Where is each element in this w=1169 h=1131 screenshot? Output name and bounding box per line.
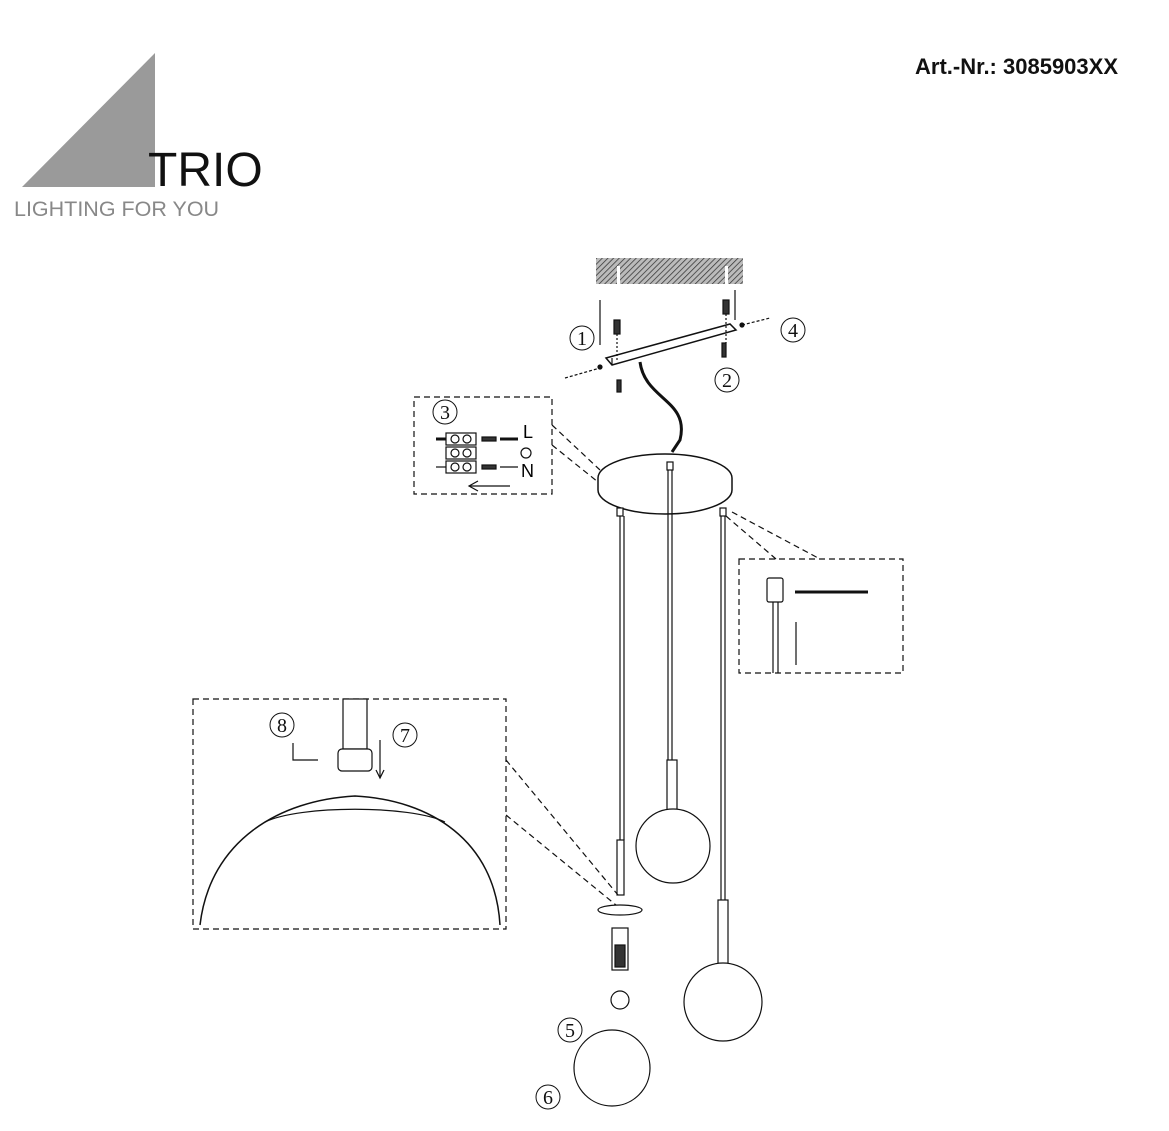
pendant-left-exploded (573, 839, 651, 1107)
canopy (597, 453, 733, 517)
pendant-rod-middle (666, 759, 678, 817)
terminal-block (436, 432, 532, 492)
cable-adjust-detail-box (738, 558, 904, 674)
logo-triangle (22, 53, 155, 187)
step-3: 3 (440, 402, 450, 424)
article-number: Art.-Nr.: 3085903XX (915, 54, 1118, 79)
step-5: 5 (565, 1020, 575, 1042)
neutral-label: N (521, 461, 534, 481)
step-6: 6 (543, 1087, 553, 1109)
power-cable (638, 361, 683, 453)
pendant-rod-right (717, 899, 729, 965)
globe-right (683, 962, 763, 1042)
step-7: 7 (400, 725, 410, 747)
live-label: L (523, 422, 533, 442)
wiring-detail-box (413, 396, 553, 495)
ceiling (596, 258, 743, 284)
step-2: 2 (722, 370, 732, 392)
glass-dome (199, 795, 501, 926)
mounting-bar (564, 290, 771, 393)
globe-middle (635, 808, 711, 884)
globe-fix-detail-box (192, 698, 507, 930)
trio-logo: TRIO LIGHTING FOR YOU (14, 53, 263, 221)
logo-brand: TRIO (148, 144, 263, 197)
globe-loose (573, 1029, 651, 1107)
step-1: 1 (577, 328, 587, 350)
logo-tagline: LIGHTING FOR YOU (14, 197, 219, 221)
step-8: 8 (277, 715, 287, 737)
step-4: 4 (788, 320, 798, 342)
